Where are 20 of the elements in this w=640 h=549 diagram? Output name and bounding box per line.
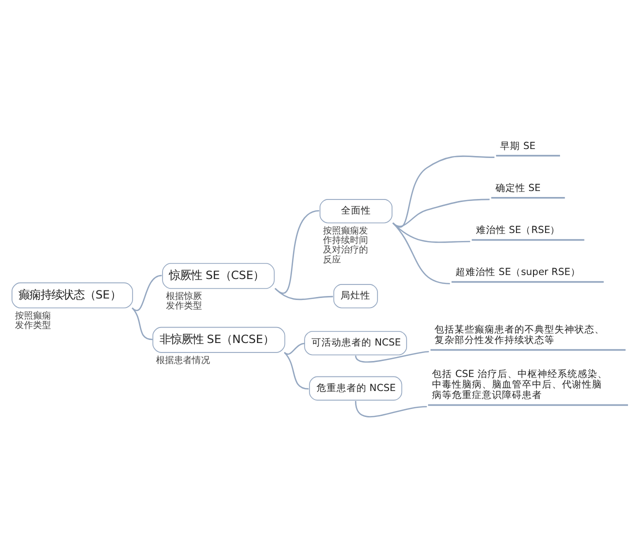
connector [274, 288, 333, 300]
node-text: 包括某些癫痫患者的不典型失神状态、复杂部分性发作持续状态等 [434, 324, 605, 346]
connector [392, 198, 490, 227]
node-label: 根据患者情况 [156, 356, 210, 366]
node-text: 难治性 SE（RSE） [476, 225, 560, 236]
node-text: 确定性 SE [495, 183, 541, 194]
connector [132, 307, 152, 340]
node-text: 早期 SE [500, 140, 536, 152]
connector [132, 274, 162, 311]
connector [355, 350, 429, 363]
connector [284, 342, 305, 355]
connector [284, 352, 309, 390]
connector [392, 156, 494, 228]
connector [392, 222, 450, 284]
connector [354, 400, 427, 418]
node-label: 按照癫痫发作类型 [15, 311, 52, 331]
node-text: 超难治性 SE（super RSE） [456, 267, 580, 278]
node-label: 按照癫痫发作持续时间及对治疗的反应 [323, 226, 368, 266]
node-text: 包括 CSE 治疗后、中枢神经系统感染、中毒性脑病、脑血管卒中后、代谢性脑病等危重症意识障碍患者 [432, 369, 608, 402]
node-label: 根据惊厥发作类型 [166, 292, 202, 312]
